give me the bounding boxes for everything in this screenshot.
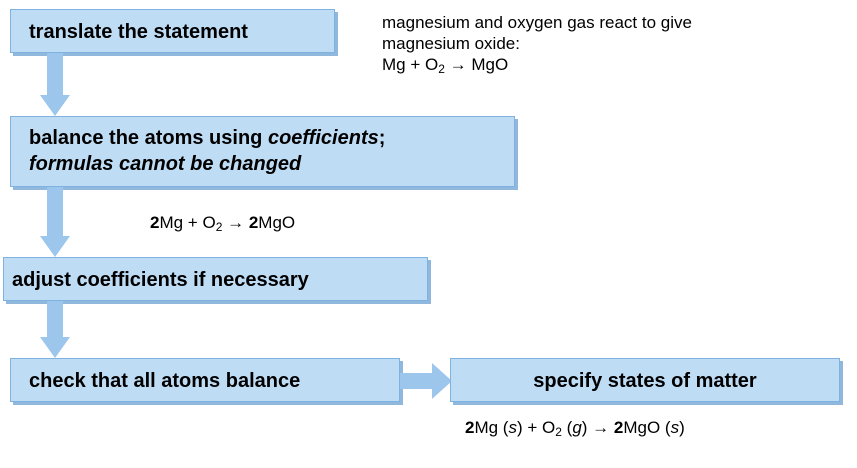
down-arrow-3 <box>40 301 70 358</box>
translate-note: magnesium and oxygen gas react to give m… <box>382 12 852 75</box>
right-arrow <box>400 363 452 399</box>
eq3-coef1: 2 <box>465 418 475 437</box>
translate-note-line1: magnesium and oxygen gas react to give <box>382 13 692 32</box>
eq3-product: MgO ( <box>623 418 671 437</box>
eq1-subscript: 2 <box>438 62 445 76</box>
eq2-product: MgO <box>258 213 296 232</box>
eq3-coef2: 2 <box>613 418 624 437</box>
balance-semicolon: ; <box>378 127 386 149</box>
step-specify-box: specify states of matter <box>450 358 840 402</box>
eq3-subscript: 2 <box>555 425 562 439</box>
final-equation: 2Mg (s) + O2 (g) → 2MgO (s) <box>465 417 685 438</box>
balance-coefficients-word: coefficients <box>267 127 379 149</box>
step-adjust-box: adjust coefficients if necessary <box>3 257 428 301</box>
down-arrow-1 <box>40 53 70 116</box>
eq2-coef2: 2 <box>248 213 259 232</box>
step-translate-box: translate the statement <box>10 9 335 53</box>
translate-note-line2: magnesium oxide: <box>382 34 520 53</box>
eq3-open2: ( <box>561 418 573 437</box>
eq3-close3: ) <box>679 418 685 437</box>
eq3-arrow: ) → <box>581 418 614 437</box>
eq3-state-s1: s <box>508 418 517 437</box>
eq2-reactants: Mg + O <box>159 213 216 232</box>
eq2-coef1: 2 <box>150 213 160 232</box>
step-balance-box: balance the atoms using coefficients; fo… <box>10 116 515 187</box>
step-translate-label: translate the statement <box>29 21 248 43</box>
eq3-state-s2: s <box>670 418 680 437</box>
step-check-box: check that all atoms balance <box>10 358 400 402</box>
unbalanced-equation: Mg + O2 → MgO <box>382 54 852 75</box>
eq1-reactants: Mg + O <box>382 55 439 74</box>
step-adjust-label: adjust coefficients if necessary <box>12 269 309 291</box>
balanced-equation: 2Mg + O2 → 2MgO <box>150 212 295 233</box>
step-specify-label: specify states of matter <box>533 370 757 392</box>
step-balance-line1: balance the atoms using coefficients; <box>29 125 514 151</box>
eq2-subscript: 2 <box>215 220 223 234</box>
balance-prefix: balance the atoms using <box>29 127 268 149</box>
step-balance-line2: formulas cannot be changed <box>29 151 514 177</box>
down-arrow-2 <box>40 187 70 257</box>
balance-line2-text: formulas cannot be changed <box>29 153 302 175</box>
eq2-arrow: → <box>222 213 249 232</box>
step-check-label: check that all atoms balance <box>29 370 301 392</box>
eq3-mg: Mg ( <box>474 418 509 437</box>
eq3-state-g: g <box>572 418 582 437</box>
eq3-plus-o: ) + O <box>516 418 556 437</box>
eq1-product: → MgO <box>444 55 509 74</box>
